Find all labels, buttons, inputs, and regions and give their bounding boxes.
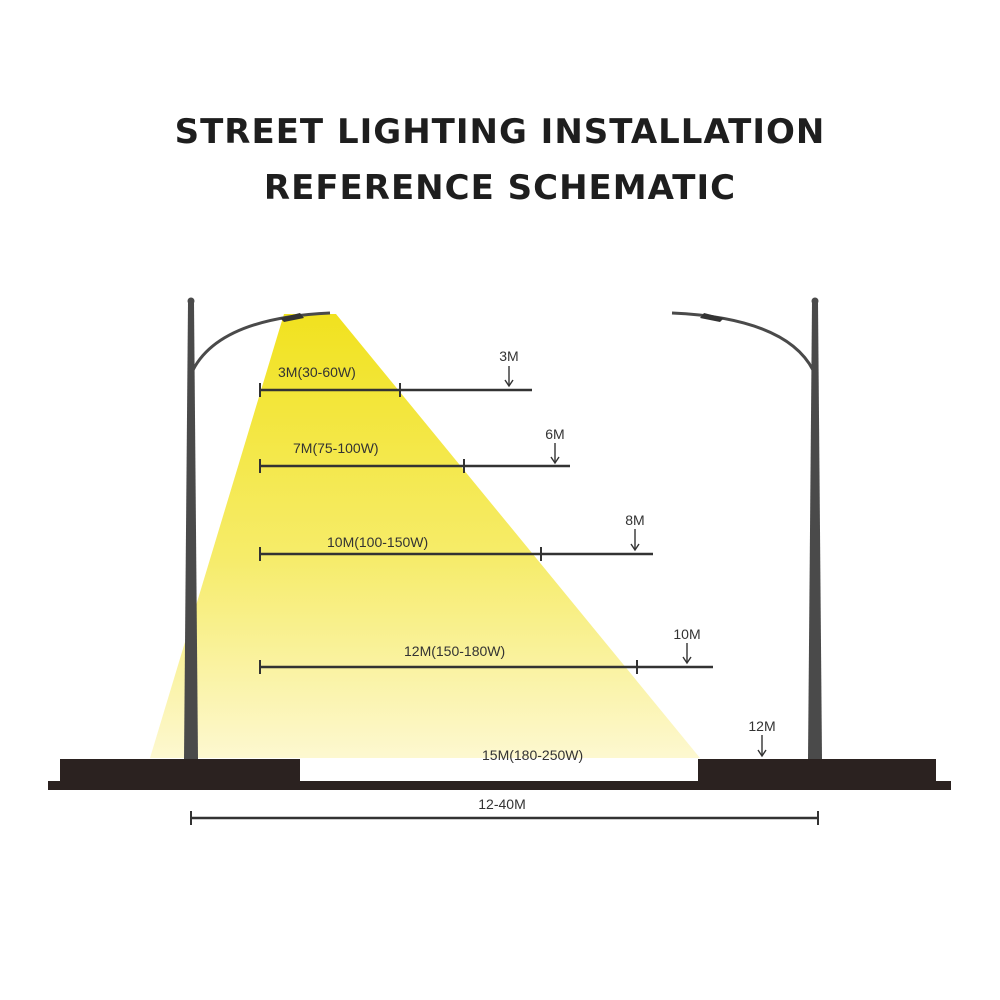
- sidewalk-left: [60, 759, 300, 785]
- left-pole-cap: [187, 297, 195, 305]
- road-width-label: 12-40M: [478, 796, 525, 812]
- road-base: [48, 781, 951, 790]
- diagram-title-line-2: REFERENCE SCHEMATIC: [263, 168, 737, 208]
- spacing-label-12m: 12M: [748, 718, 775, 734]
- right-pole-arm: [671, 311, 815, 371]
- height-label-15m: 15M(180-250W): [482, 747, 583, 763]
- right-lamp-head: [700, 313, 724, 322]
- level-15m-spacing-arrow: [757, 735, 767, 758]
- height-label-12m: 12M(150-180W): [404, 643, 505, 659]
- level-12m: [259, 643, 713, 674]
- sidewalk-right: [698, 759, 936, 785]
- right-pole: [808, 302, 822, 759]
- height-label-10m: 10M(100-150W): [327, 534, 428, 550]
- light-beam: [150, 314, 700, 758]
- spacing-label-10m: 10M: [673, 626, 700, 642]
- height-label-7m: 7M(75-100W): [293, 440, 379, 456]
- spacing-label-6m: 6M: [545, 426, 564, 442]
- level-3m: [259, 366, 532, 397]
- level-10m: [259, 529, 653, 561]
- left-pole-arm: [191, 311, 331, 371]
- spacing-label-8m: 8M: [625, 512, 644, 528]
- left-lamp-head: [280, 313, 304, 322]
- level-7m: [259, 443, 570, 473]
- diagram-title-line-1: STREET LIGHTING INSTALLATION: [174, 112, 826, 152]
- right-pole-cap: [811, 297, 819, 305]
- spacing-label-3m: 3M: [499, 348, 518, 364]
- height-label-3m: 3M(30-60W): [278, 364, 356, 380]
- left-pole: [184, 302, 198, 759]
- road-width-dimension: [190, 811, 819, 825]
